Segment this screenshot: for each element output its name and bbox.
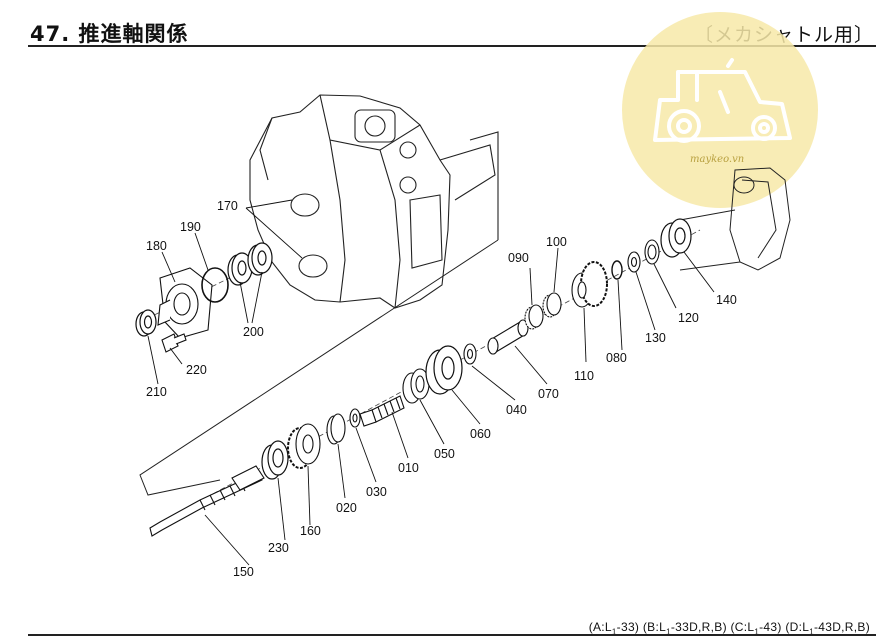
tractor-icon [653,58,792,143]
part-220-bolt [161,333,187,353]
part-050-coupling [402,368,430,404]
label-050: 050 [434,447,455,461]
part-190-oring [201,267,229,303]
label-140: 140 [716,293,737,307]
model-variants: (A:L1-33) (B:L1-33D,R,B) (C:L1-43) (D:L1… [589,620,870,636]
label-010: 010 [398,461,419,475]
part-010-shaft [359,395,405,427]
label-100: 100 [546,235,567,249]
part-130-washer [627,251,641,273]
part-230-bearing [261,440,289,480]
watermark-logo: maykeo.vn [622,12,818,208]
part-070-sleeve [487,319,529,355]
part-120-ring [644,239,660,265]
part-210-seal [135,309,157,337]
label-190: 190 [180,220,201,234]
part-110-gear [571,261,608,308]
page-title: 47. 推進軸関係 [30,22,189,46]
label-160: 160 [300,524,321,538]
rear-housing [679,167,791,271]
label-030: 030 [366,485,387,499]
part-100-bearing [542,292,562,318]
variant-c: (C:L1-43) [730,620,782,637]
part-150-shaft [149,465,265,537]
label-020: 020 [336,501,357,515]
header-rule [28,45,876,47]
label-110: 110 [574,369,594,383]
leader-lines [147,199,715,566]
label-080: 080 [606,351,627,365]
transmission-housing [249,94,499,309]
label-230: 230 [268,541,289,555]
footer-rule [28,634,876,636]
variant-b: (B:L1-33D,R,B) [642,620,727,637]
label-170: 170 [217,199,238,213]
label-220: 220 [186,363,207,377]
variant-a: (A:L1-33) [588,620,640,637]
label-120: 120 [678,311,699,325]
label-090: 090 [508,251,529,265]
label-200: 200 [243,325,264,339]
part-020-bearing [326,413,346,445]
label-040: 040 [506,403,527,417]
part-080-ring [611,260,623,280]
assembly-frame [139,239,499,496]
variant-d: (D:L1-43D,R,B) [785,620,870,637]
part-040-washer [463,343,477,365]
label-210: 210 [146,385,167,399]
label-180: 180 [146,239,167,253]
part-200-bearings [227,242,273,286]
part-140-bearing [660,218,692,258]
part-060-hub [425,345,463,395]
label-060: 060 [470,427,491,441]
label-130: 130 [645,331,666,345]
part-090-bearing [524,304,544,330]
part-180-cover [157,267,213,339]
part-labels: 170 190 180 200 210 220 150 230 160 020 … [146,199,737,579]
watermark-text: maykeo.vn [690,154,744,165]
label-150: 150 [233,565,254,579]
part-030-washer [349,408,361,428]
label-070: 070 [538,387,559,401]
part-160-gear [287,423,321,469]
